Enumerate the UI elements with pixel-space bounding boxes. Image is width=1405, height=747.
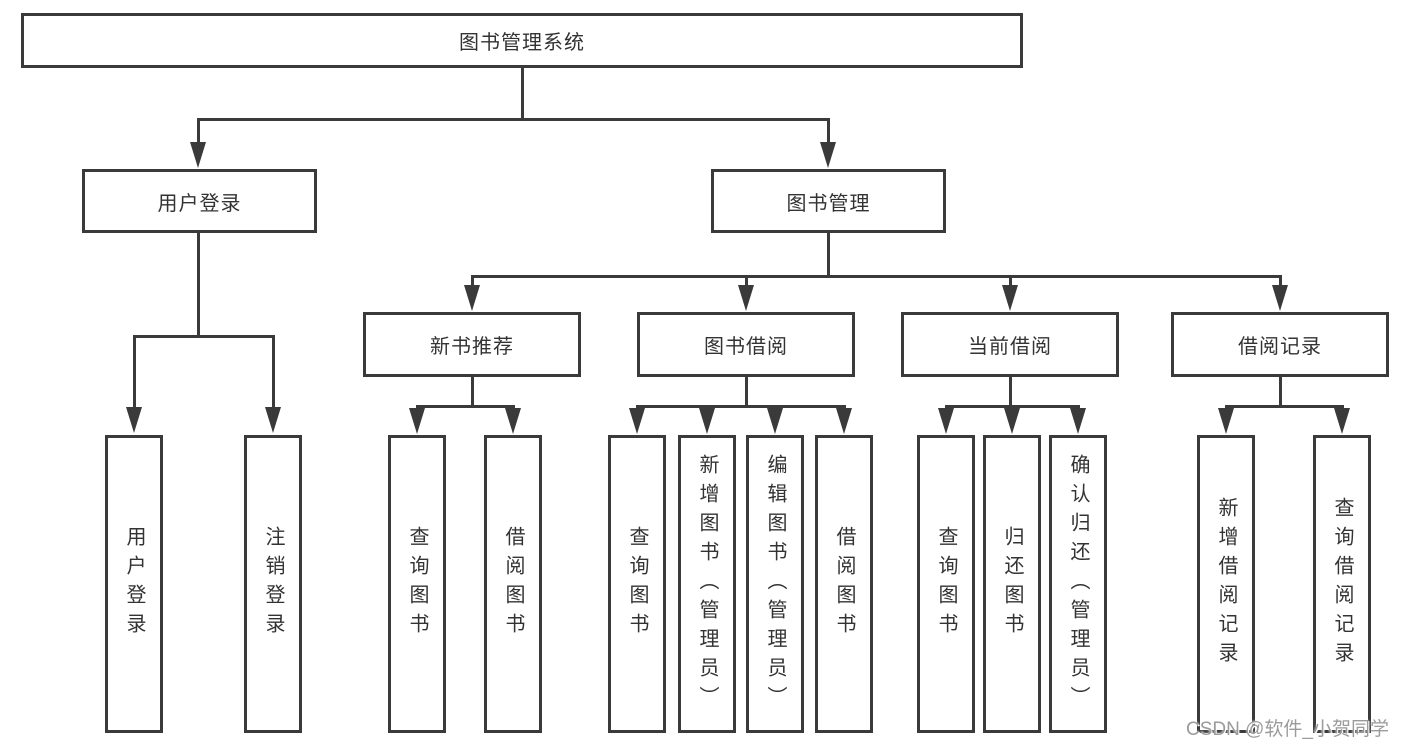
arrow-down-icon	[409, 408, 425, 434]
arrow-down-icon	[820, 142, 836, 168]
leaf-current-query-books: 查询图书	[917, 435, 975, 733]
arrow-down-icon	[1334, 408, 1350, 434]
node-borrow-records: 借阅记录	[1171, 312, 1389, 377]
connector-line	[416, 405, 514, 408]
connector-line	[1009, 275, 1012, 291]
leaf-edit-books-admin: 编辑图书（管理员）	[746, 435, 804, 733]
connector-line	[471, 275, 1281, 278]
node-new-book-recommend-label: 新书推荐	[430, 336, 514, 358]
connector-line	[636, 405, 845, 408]
arrow-down-icon	[505, 408, 521, 434]
arrow-down-icon	[629, 408, 645, 434]
leaf-user-login: 用户登录	[105, 435, 163, 733]
leaf-logout: 注销登录	[244, 435, 302, 733]
leaf-recommend-query-books-label: 查询图书	[406, 526, 428, 642]
leaf-return-books: 归还图书	[983, 435, 1041, 733]
arrow-down-icon	[190, 142, 206, 168]
connector-line	[1279, 377, 1282, 405]
connector-line	[471, 377, 474, 405]
connector-line	[827, 118, 830, 148]
arrow-down-icon	[1004, 408, 1020, 434]
connector-line	[197, 233, 200, 335]
leaf-query-borrow-record: 查询借阅记录	[1313, 435, 1371, 733]
connector-line	[133, 335, 274, 338]
connector-line	[471, 275, 474, 291]
connector-line	[521, 68, 524, 118]
connector-line	[1009, 377, 1012, 405]
leaf-borrow-query-books-label: 查询图书	[626, 526, 648, 642]
node-new-book-recommend: 新书推荐	[363, 312, 581, 377]
connector-line	[1279, 275, 1282, 291]
connector-line	[197, 118, 829, 121]
node-user-login: 用户登录	[82, 169, 317, 233]
node-current-borrow-label: 当前借阅	[968, 336, 1052, 358]
leaf-query-borrow-record-label: 查询借阅记录	[1331, 497, 1353, 671]
connector-line	[745, 377, 748, 405]
leaf-logout-label: 注销登录	[262, 526, 284, 642]
node-root-label: 图书管理系统	[459, 32, 585, 54]
node-root: 图书管理系统	[21, 13, 1023, 68]
leaf-return-books-label: 归还图书	[1001, 526, 1023, 642]
arrow-down-icon	[738, 285, 754, 311]
connector-line	[827, 233, 830, 275]
node-book-borrow-label: 图书借阅	[704, 336, 788, 358]
arrow-down-icon	[1002, 285, 1018, 311]
leaf-recommend-borrow-books: 借阅图书	[484, 435, 542, 733]
leaf-recommend-borrow-books-label: 借阅图书	[502, 526, 524, 642]
leaf-borrow-books-label: 借阅图书	[833, 526, 855, 642]
arrow-down-icon	[699, 408, 715, 434]
leaf-recommend-query-books: 查询图书	[388, 435, 446, 733]
leaf-add-borrow-record-label: 新增借阅记录	[1215, 497, 1237, 671]
connector-line	[133, 335, 136, 413]
leaf-user-login-label: 用户登录	[123, 526, 145, 642]
arrow-down-icon	[265, 407, 281, 433]
connector-line	[1225, 405, 1343, 408]
node-book-borrow: 图书借阅	[637, 312, 855, 377]
arrow-down-icon	[126, 407, 142, 433]
leaf-borrow-books: 借阅图书	[815, 435, 873, 733]
leaf-edit-books-admin-label: 编辑图书（管理员）	[764, 453, 786, 715]
leaf-current-query-books-label: 查询图书	[935, 526, 957, 642]
arrow-down-icon	[767, 408, 783, 434]
node-current-borrow: 当前借阅	[901, 312, 1119, 377]
node-borrow-records-label: 借阅记录	[1238, 336, 1322, 358]
leaf-add-books-admin-label: 新增图书（管理员）	[696, 453, 718, 715]
arrow-down-icon	[464, 285, 480, 311]
leaf-confirm-return-admin-label: 确认归还（管理员）	[1067, 453, 1089, 715]
leaf-add-books-admin: 新增图书（管理员）	[678, 435, 736, 733]
connector-line	[272, 335, 275, 413]
connector-line	[745, 275, 748, 291]
leaf-borrow-query-books: 查询图书	[608, 435, 666, 733]
node-book-management-label: 图书管理	[786, 192, 871, 215]
arrow-down-icon	[836, 408, 852, 434]
leaf-add-borrow-record: 新增借阅记录	[1197, 435, 1255, 733]
leaf-confirm-return-admin: 确认归还（管理员）	[1049, 435, 1107, 733]
connector-line	[197, 118, 200, 148]
arrow-down-icon	[1272, 285, 1288, 311]
arrow-down-icon	[938, 408, 954, 434]
arrow-down-icon	[1070, 408, 1086, 434]
arrow-down-icon	[1218, 408, 1234, 434]
watermark: CSDN @软件_小贺同学	[1186, 719, 1389, 740]
node-book-management: 图书管理	[711, 169, 946, 233]
node-user-login-label: 用户登录	[157, 192, 242, 215]
